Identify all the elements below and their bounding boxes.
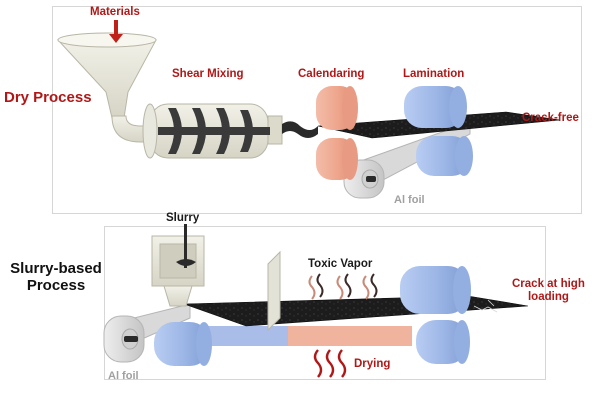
- slurry-process-title: Slurry-based Process: [8, 260, 104, 295]
- slurry-label: Slurry: [166, 212, 200, 224]
- crack-line2: loading: [527, 291, 569, 304]
- crack-free-label: Crack-free: [522, 112, 579, 124]
- lamination-rollers: [404, 86, 473, 176]
- drying-heat-wisps: [313, 349, 347, 378]
- lamination-label: Lamination: [403, 68, 465, 80]
- toxic-vapor-label: Toxic Vapor: [308, 258, 373, 270]
- shear-mixer-barrel: [142, 103, 283, 159]
- al-foil-label-dry: Al foil: [394, 194, 425, 206]
- slurry-hopper: [151, 224, 205, 307]
- hopper-funnel: [56, 32, 157, 143]
- crack-line1: Crack at high: [512, 278, 585, 290]
- materials-arrow: [109, 20, 123, 43]
- electrode-film-slurry: [183, 295, 529, 327]
- slurry-bottom-rollers: [154, 320, 470, 366]
- toxic-vapor-wisps: [308, 273, 378, 300]
- slurry-title-line1: Slurry-based: [10, 260, 102, 277]
- slurry-title-line2: Process: [26, 277, 86, 295]
- slurry-top-roller: [400, 266, 471, 314]
- calendaring-label: Calendaring: [298, 68, 365, 80]
- shear-mixing-label: Shear Mixing: [172, 68, 244, 80]
- materials-label: Materials: [90, 6, 140, 18]
- calendaring-rollers: [316, 86, 358, 180]
- drying-label: Drying: [354, 358, 391, 370]
- al-foil-label-slurry: Al foil: [108, 370, 139, 382]
- drying-heater: [288, 326, 412, 346]
- doctor-blade: [267, 250, 281, 332]
- dry-process-title: Dry Process: [4, 89, 92, 106]
- crack-high-loading-label: Crack at high loading: [512, 278, 585, 304]
- al-foil-roll-slurry: [103, 303, 191, 363]
- extrudate: [282, 121, 318, 138]
